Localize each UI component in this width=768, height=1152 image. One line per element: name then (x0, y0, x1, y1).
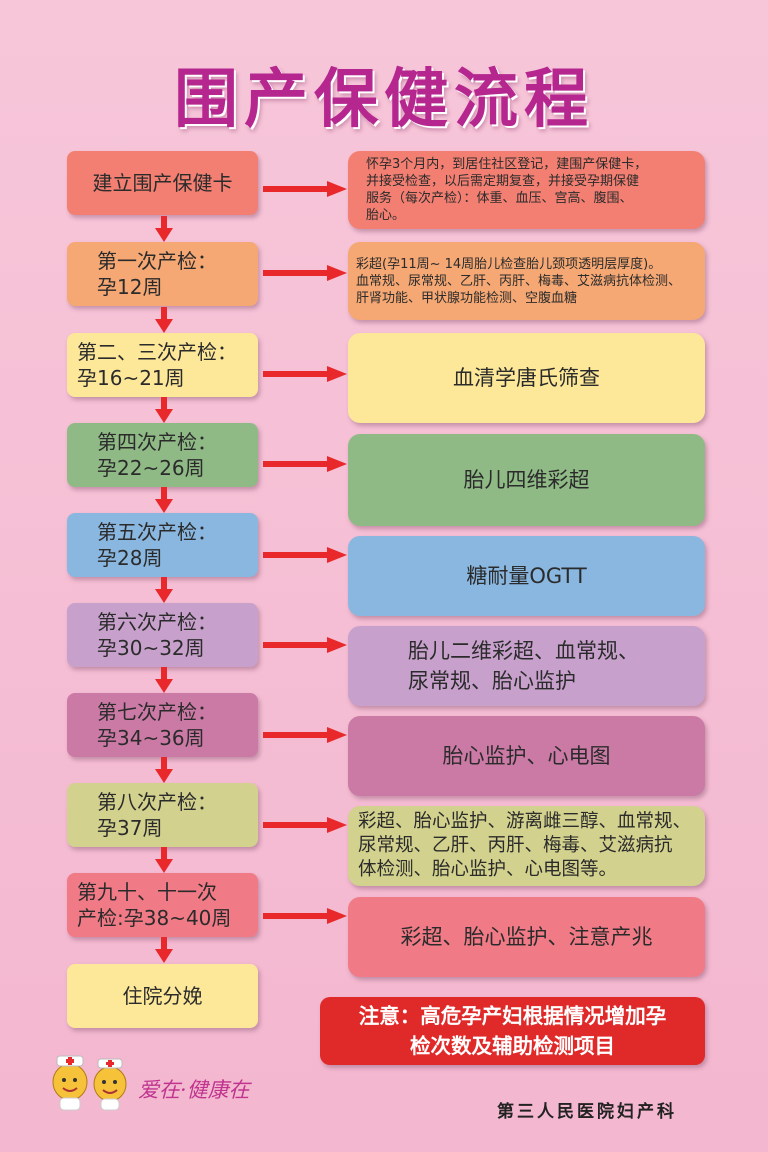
step-6-detail: 胎儿二维彩超、血常规、 尿常规、胎心监护 (348, 626, 705, 706)
step-2-box: 第一次产检： 孕12周 (67, 242, 258, 306)
arrow-right-icon (263, 727, 347, 743)
step-4-week: 孕22~26周 (97, 456, 205, 480)
step-3-detail: 血清学唐氏筛查 (348, 333, 705, 423)
arrow-right-icon (263, 908, 347, 924)
detail-line: 血常规、尿常规、乙肝、丙肝、梅毒、艾滋病抗体检测、 (356, 273, 682, 289)
step-9-box: 第九十、十一次 产检:孕38~40周 (67, 873, 258, 937)
step-7-box: 第七次产检： 孕34~36周 (67, 693, 258, 757)
step-6-week: 孕30~32周 (97, 636, 205, 660)
final-step-box: 住院分娩 (67, 964, 258, 1028)
arrow-right-icon (263, 547, 347, 563)
step-9-title: 第九十、十一次 (77, 880, 217, 904)
arrow-right-icon (263, 181, 347, 197)
detail-line: 彩超(孕11周~ 14周胎儿检查胎儿颈项透明层厚度)。 (356, 256, 662, 272)
arrow-down-icon (155, 757, 173, 783)
step-3-box: 第二、三次产检： 孕16~21周 (67, 333, 258, 397)
step-1-detail: 怀孕3个月内，到居住社区登记，建围产保健卡， 并接受检查，以后需定期复查，并接受… (348, 151, 705, 229)
detail-line: 胎心监护、心电图 (442, 744, 611, 768)
detail-line: 彩超、胎心监护、注意产兆 (400, 925, 653, 949)
step-4-box: 第四次产检： 孕22~26周 (67, 423, 258, 487)
step-1-label: 建立围产保健卡 (92, 171, 233, 195)
detail-line: 肝肾功能、甲状腺功能检测、空腹血糖 (356, 290, 578, 306)
detail-line: 尿常规、胎心监护 (408, 669, 576, 693)
final-step-label: 住院分娩 (122, 984, 203, 1008)
step-1-box: 建立围产保健卡 (67, 151, 258, 215)
detail-line: 胎儿四维彩超 (463, 468, 590, 492)
arrow-right-icon (263, 456, 347, 472)
detail-line: 服务（每次产检）：体重、血压、宫高、腹围、 (366, 191, 633, 206)
detail-line: 胎心。 (366, 208, 406, 223)
step-3-week: 孕16~21周 (77, 366, 185, 390)
step-9-detail: 彩超、胎心监护、注意产兆 (348, 897, 705, 977)
step-7-title: 第七次产检： (97, 700, 217, 724)
detail-line: 血清学唐氏筛查 (453, 366, 600, 390)
step-2-detail: 彩超(孕11周~ 14周胎儿检查胎儿颈项透明层厚度)。 血常规、尿常规、乙肝、丙… (348, 242, 705, 320)
step-8-detail: 彩超、胎心监护、游离雌三醇、血常规、 尿常规、乙肝、丙肝、梅毒、艾滋病抗 体检测… (348, 806, 705, 886)
step-6-title: 第六次产检： (97, 610, 217, 634)
page-title: 围产保健流程 (174, 63, 594, 137)
arrow-down-icon (155, 847, 173, 873)
footer-department: 第三人民医院妇产科 (497, 1102, 677, 1122)
step-4-detail: 胎儿四维彩超 (348, 434, 705, 526)
slogan: 爱在·健康在 (138, 1078, 250, 1102)
arrow-right-icon (263, 637, 347, 653)
step-5-box: 第五次产检： 孕28周 (67, 513, 258, 577)
step-3-title: 第二、三次产检： (77, 340, 237, 364)
step-5-week: 孕28周 (97, 546, 163, 570)
arrow-down-icon (155, 667, 173, 693)
step-5-detail: 糖耐量OGTT (348, 536, 705, 616)
detail-line: 尿常规、乙肝、丙肝、梅毒、艾滋病抗 (358, 835, 673, 856)
step-2-title: 第一次产检： (97, 249, 217, 273)
detail-line: 并接受检查，以后需定期复查，并接受孕期保健 (366, 174, 640, 189)
arrow-down-icon (155, 307, 173, 333)
arrow-down-icon (155, 216, 173, 242)
arrow-down-icon (155, 487, 173, 513)
detail-line: 糖耐量OGTT (466, 564, 587, 588)
step-8-box: 第八次产检： 孕37周 (67, 783, 258, 847)
detail-line: 体检测、胎心监护、心电图等。 (358, 859, 618, 880)
step-7-detail: 胎心监护、心电图 (348, 716, 705, 796)
step-8-title: 第八次产检： (97, 790, 217, 814)
note-line: 注意：高危孕产妇根据情况增加孕 (358, 1004, 667, 1028)
step-5-title: 第五次产检： (97, 520, 217, 544)
step-2-week: 孕12周 (97, 275, 163, 299)
mascot-logo-icon (52, 1055, 127, 1111)
arrow-down-icon (155, 937, 173, 963)
step-4-title: 第四次产检： (97, 430, 217, 454)
arrow-down-icon (155, 577, 173, 603)
step-7-week: 孕34~36周 (97, 726, 205, 750)
arrow-down-icon (155, 397, 173, 423)
step-9-week: 产检:孕38~40周 (77, 906, 232, 930)
detail-line: 怀孕3个月内，到居住社区登记，建围产保健卡， (366, 157, 648, 172)
detail-line: 彩超、胎心监护、游离雌三醇、血常规、 (358, 811, 692, 832)
note-line: 检次数及辅助检测项目 (410, 1034, 615, 1058)
detail-line: 胎儿二维彩超、血常规、 (408, 639, 639, 663)
step-8-week: 孕37周 (97, 816, 163, 840)
arrow-right-icon (263, 366, 347, 382)
arrow-right-icon (263, 265, 347, 281)
warning-note: 注意：高危孕产妇根据情况增加孕 检次数及辅助检测项目 (320, 997, 705, 1065)
arrow-right-icon (263, 817, 347, 833)
step-6-box: 第六次产检： 孕30~32周 (67, 603, 258, 667)
